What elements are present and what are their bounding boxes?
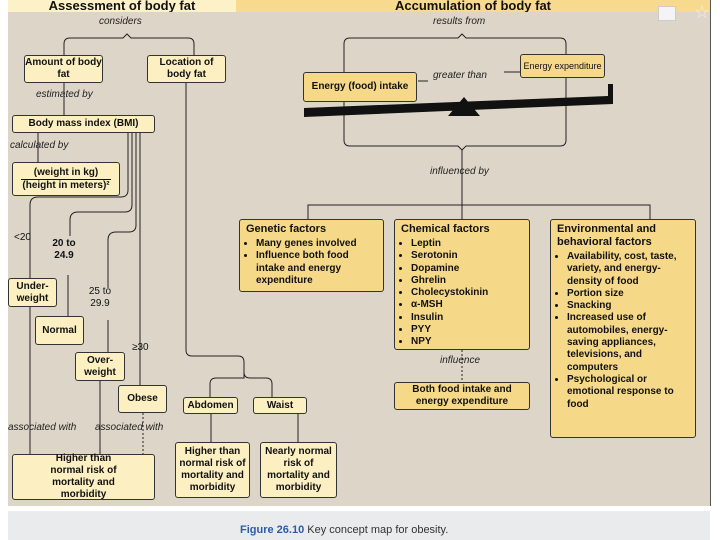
list-item: Serotonin — [411, 250, 523, 262]
caption-text: Key concept map for obesity. — [307, 524, 449, 536]
list-item: Increased use of automobiles, energy-sav… — [567, 312, 689, 373]
box-higher-risk-abdomen: Higher than normal risk of mortality and… — [175, 442, 250, 498]
box-overweight: Over-weight — [75, 352, 125, 381]
range-normal: 20 to 24.9 — [52, 238, 76, 261]
label-influence: influence — [440, 355, 481, 366]
box-obese: Obese — [118, 385, 167, 413]
list-item: Leptin — [411, 238, 523, 250]
label-greater-than: greater than — [433, 70, 487, 81]
list-item: Dopamine — [411, 263, 523, 275]
label-results-from: results from — [433, 16, 486, 27]
concept-map: Assessment of body fat Accumulation of b… — [8, 0, 711, 506]
list-item: Cholecystokinin — [411, 287, 523, 299]
box-bmi-formula: (weight in kg) (height in meters)² — [12, 162, 120, 196]
box-genetic-factors: Genetic factors Many genes involved Infl… — [239, 219, 384, 292]
box-underweight: Under-weight — [8, 278, 57, 307]
header-assessment: Assessment of body fat — [8, 0, 236, 12]
genetic-title: Genetic factors — [246, 223, 327, 235]
list-item: Availability, cost, taste, variety, and … — [567, 251, 689, 288]
box-energy-intake: Energy (food) intake — [303, 72, 417, 102]
range-obese: ≥30 — [132, 342, 149, 353]
formula-denominator: (height in meters)² — [22, 179, 110, 191]
list-item: α-MSH — [411, 299, 523, 311]
range-underweight: <20 — [14, 232, 31, 243]
label-calculated-by: calculated by — [10, 140, 69, 151]
box-bmi: Body mass index (BMI) — [12, 115, 155, 133]
box-higher-risk-bmi: Higher than normal risk of mortality and… — [12, 453, 155, 500]
list-item: Influence both food intake and energy ex… — [256, 250, 377, 287]
label-associated-with: associated with — [95, 422, 164, 433]
label-associated-with: associated with — [8, 422, 77, 433]
star-icon[interactable]: ☆ — [694, 2, 711, 22]
list-item: PYY — [411, 324, 523, 336]
connector-lines — [29, 33, 651, 454]
figure-caption: Figure 26.10 Key concept map for obesity… — [8, 511, 710, 540]
box-waist: Waist — [253, 397, 307, 414]
list-item: NPY — [411, 336, 523, 348]
box-location-of-body-fat: Location of body fat — [147, 55, 226, 83]
list-item: Insulin — [411, 312, 523, 324]
list-item: Many genes involved — [256, 238, 377, 250]
list-item: Ghrelin — [411, 275, 523, 287]
label-estimated-by: estimated by — [36, 89, 93, 100]
label-influenced-by: influenced by — [430, 166, 489, 177]
box-chemical-factors: Chemical factors Leptin Serotonin Dopami… — [394, 219, 530, 350]
range-overweight: 25 to 29.9 — [88, 286, 112, 309]
list-item: Psychological or emotional response to f… — [567, 374, 689, 411]
box-amount-of-body-fat: Amount of body fat — [24, 55, 103, 83]
box-both-food-intake-energy-expenditure: Both food intake and energy expenditure — [394, 382, 530, 410]
box-nearly-normal-risk: Nearly normal risk of mortality and morb… — [260, 442, 337, 498]
caption-figure-number: Figure 26.10 — [240, 524, 305, 536]
formula-numerator: (weight in kg) — [21, 167, 111, 180]
comment-icon[interactable] — [658, 6, 676, 21]
box-energy-expenditure: Energy expenditure — [520, 54, 605, 78]
box-environmental-factors: Environmental and behavioral factors Ava… — [550, 219, 696, 438]
chemical-title: Chemical factors — [401, 223, 490, 235]
label-considers: considers — [99, 16, 142, 27]
box-abdomen: Abdomen — [183, 397, 238, 414]
box-normal: Normal — [35, 316, 84, 345]
list-item: Portion size — [567, 288, 689, 300]
list-item: Snacking — [567, 300, 689, 312]
environmental-title: Environmental and behavioral factors — [557, 223, 657, 248]
header-accumulation: Accumulation of body fat — [236, 0, 710, 12]
